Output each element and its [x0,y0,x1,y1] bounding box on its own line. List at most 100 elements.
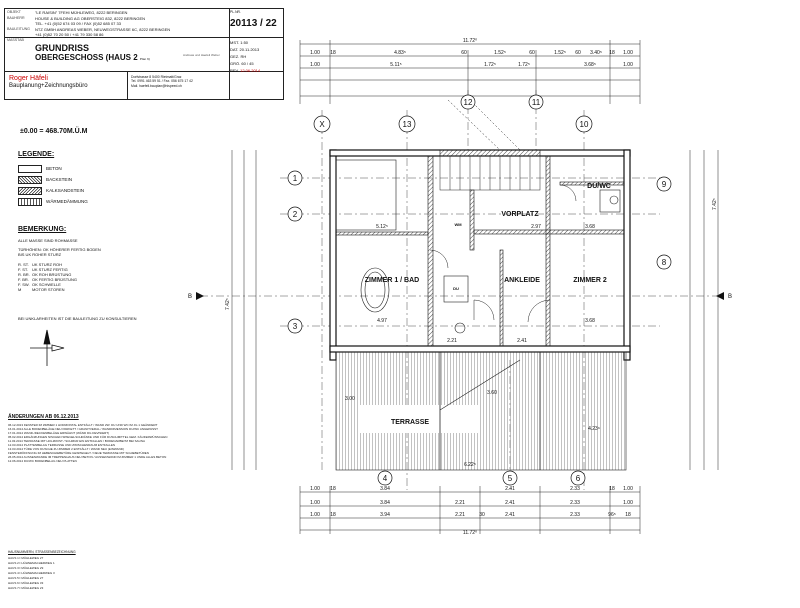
axis-label-13: 13 [403,120,412,129]
abbr-row: F. ST.UK STURZ FERTIG [18,267,68,272]
axis-label-9: 9 [662,180,667,189]
dim-inner: 5.12⁵ [376,224,388,230]
dimension-texts-vertical: 7.42⁵ 7.42⁵ [225,198,718,310]
dim-bottom2: 2.41 [505,500,515,506]
plan-number: 20113 / 22 [230,18,277,29]
dim-top: 60 [461,50,467,56]
remarks-heading: BEMERKUNG: [18,226,67,233]
dim-inner: 4.23⁶ [588,426,600,432]
change-line: 12.03.2014 PLATTENBELAG TERRASSE UND ZWI… [8,443,116,447]
dim-bottom: 3.84 [380,486,390,492]
dim-bottom-total: 11.72⁰ [463,530,477,536]
dim-bottom2: 1.00 [310,500,320,506]
dim-bottom3: 2.33 [570,512,580,518]
dim-top2: 3.68⁵ [584,62,596,68]
dimension-lines-top [299,40,641,104]
dim-top: 4.83⁵ [394,50,406,56]
title-block: OBJEKT "LE RAISIN" 7FEHI MÜHLEWEG, 8222 … [4,8,284,100]
dimension-lines-bottom [299,486,641,534]
abbr-row: R. BR.OK ROH BRÜSTUNG [18,272,72,277]
meta-gez: GEZ. RH [230,54,247,59]
change-line: 11.03.2014 TERRASSE MIT HOLZROST / SCHMU… [8,439,145,443]
dim-bottom2: 3.84 [380,500,390,506]
axis-bubbles [287,94,672,486]
door-swings [429,184,577,323]
dim-bottom3: 2.21 [455,512,465,518]
remark-line: ALLE MASSE SIND ROHMASSE [18,238,78,243]
dim-bottom3: 96⁵ [608,512,616,518]
dimension-lines-sides [231,150,719,470]
staircase [439,99,541,191]
dim-bottom3: 1.00 [310,512,320,518]
dim-left-total: 7.42⁵ [225,298,231,310]
dim-inner: 3.68 [585,318,595,324]
dim-top: 3.40⁵ [590,50,602,56]
change-line: 06.12.2013 FENSTER IM ZIMMER 1 HORIZONTA… [8,423,158,427]
dim-inner: 3.60 [487,390,497,396]
bauherr-value: HOUSE & BUILDING AG OBERSTEIG 832, 8222 … [35,16,146,21]
north-arrow-icon [30,329,65,366]
dim-top: 1.52⁵ [494,50,506,56]
firm-address: Dorfstrasse 8 5400 Rietmatt/Graz Tel. 09… [131,75,193,88]
massstab-label: MASSTAB [7,38,24,42]
dim-inner: 2.21 [447,338,457,344]
dim-bottom2: 1.00 [623,500,633,506]
dim-right-total: 7.42⁵ [712,198,718,210]
dim-inner: 3.00 [345,396,355,402]
legend-backstein: BACKSTEIN [18,176,72,184]
room-terrasse: TERRASSE [391,419,429,426]
change-line: 13.03.2014 TÜRE VON DUSCHE ZU ZIMMER 2 E… [8,447,124,451]
room-duwc: DU/WC [587,183,611,190]
dim-top2: 1.00 [310,62,320,68]
dim-bottom: 18 [609,486,615,492]
change-line: 26.05.2014 AUSSENWANDE IM TREPPENHAUS NE… [8,455,167,459]
dim-top: 18 [609,50,615,56]
bauherr-label: BAUHERR [7,16,25,20]
axis-label-3: 3 [293,322,298,331]
dim-inner: 2.41 [517,338,527,344]
meta-grd: GRÖ. 60 / 45 [230,61,254,66]
dim-bottom3: 18 [330,512,336,518]
bauleitung-label: BAULEITUNG [7,27,30,31]
houses-heading: HAUSNUMMERN, STRASSENBEZEICHNUNG [8,550,76,554]
house-line: HAUS 4= HÜHNEMACHERWEG 3 [8,571,55,575]
meta-mst: MST. 1:50 [230,40,249,45]
abbr-row: F. BR.OK FERTIG BRÜSTUNG [18,277,78,282]
room-wm: WM [454,222,462,227]
changes-heading: ÄNDERUNGEN AB 06.12.2013 [8,414,79,420]
room-vorplatz: VORPLATZ [501,211,539,218]
dim-inner: 2.97 [531,224,541,230]
dim-inner: 4.97 [377,318,387,324]
bauleitung-tel: +41 (0)52 70 20 50 / +41 79 330 58 86 [35,32,104,37]
house-line: HAUS 6= MÜHLEWEG 33 [8,581,44,585]
axis-label-1: 1 [293,174,298,183]
change-line: 17.01.2014 WAND-/DECKENBELÄGE ERWÄHNT (W… [8,431,110,435]
dim-bottom3: 18 [625,512,631,518]
section-label-right: B [728,294,732,300]
legend-heading: LEGENDE: [18,151,55,158]
terrace-deck [335,351,627,471]
dim-top: 18 [330,50,336,56]
house-line: HAUS 1= MÜHLEWEG 27 [8,556,44,560]
dim-bottom2: 2.33 [570,500,580,506]
axis-label-12: 12 [464,98,473,107]
dim-bottom3: 3.94 [380,512,390,518]
bauherr-tel: TEL. +41 (0)52 674 03 09 / FAX (0)52 685… [35,21,121,26]
axis-labels: X 13 12 11 10 1 2 3 9 8 4 5 6 [293,98,667,483]
change-line: 05.02.2014 ERGÄNZUNGEN NISCHEN SPIEGELSC… [8,435,168,439]
house-line: HAUS 2= HÜHNEMACHERWEG 1 [8,561,55,565]
firm-name: Roger Häfeli [9,75,48,82]
house-line: HAUS 5= MÜHLEWEG 27 [8,576,44,580]
axis-label-2: 2 [293,210,298,219]
section-label-left: B [188,294,192,300]
dim-top2: 1.00 [623,62,633,68]
remark-line: TÜRHÖHEN: OK HÖHERER FERTIG BODEN [18,247,101,252]
dim-bottom: 1.00 [310,486,320,492]
axis-label-4: 4 [383,474,388,483]
axis-label-11: 11 [532,98,541,107]
interior-walls [335,149,625,347]
change-line: FENSTERÖFFNUNG IM HEBESCHIEBETÜRE GESPIE… [8,451,149,455]
dim-bottom: 18 [330,486,336,492]
legend-beton: BETON [18,165,62,173]
